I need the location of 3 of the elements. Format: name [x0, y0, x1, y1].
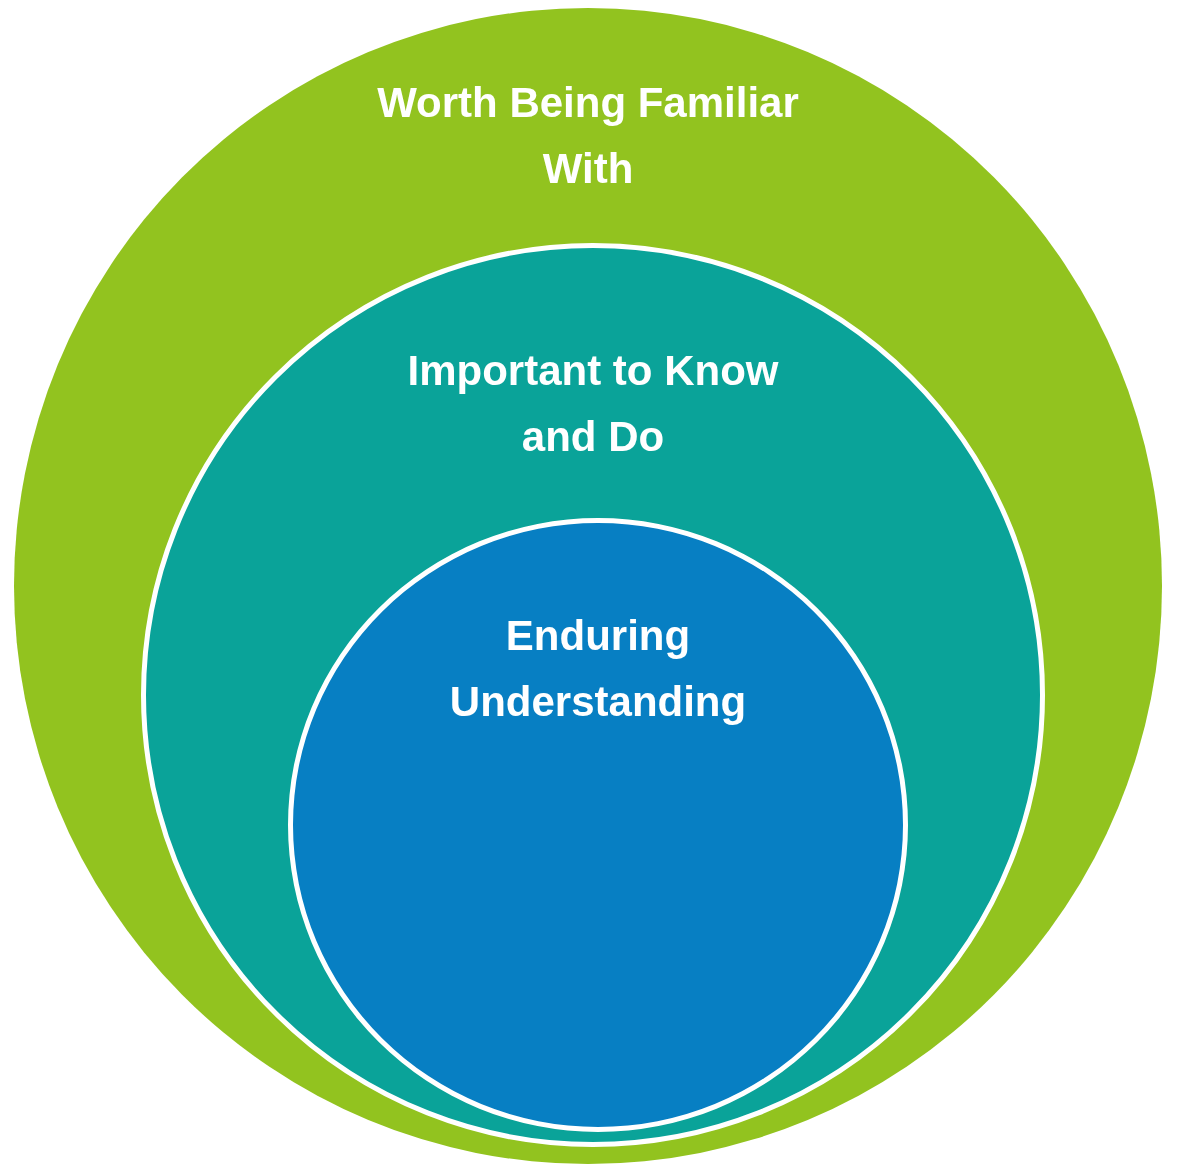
circle-label: Important to Know and Do: [406, 346, 780, 462]
circle-label: Enduring Understanding: [448, 611, 748, 727]
circle-label: Worth Being Familiar With: [376, 78, 800, 194]
